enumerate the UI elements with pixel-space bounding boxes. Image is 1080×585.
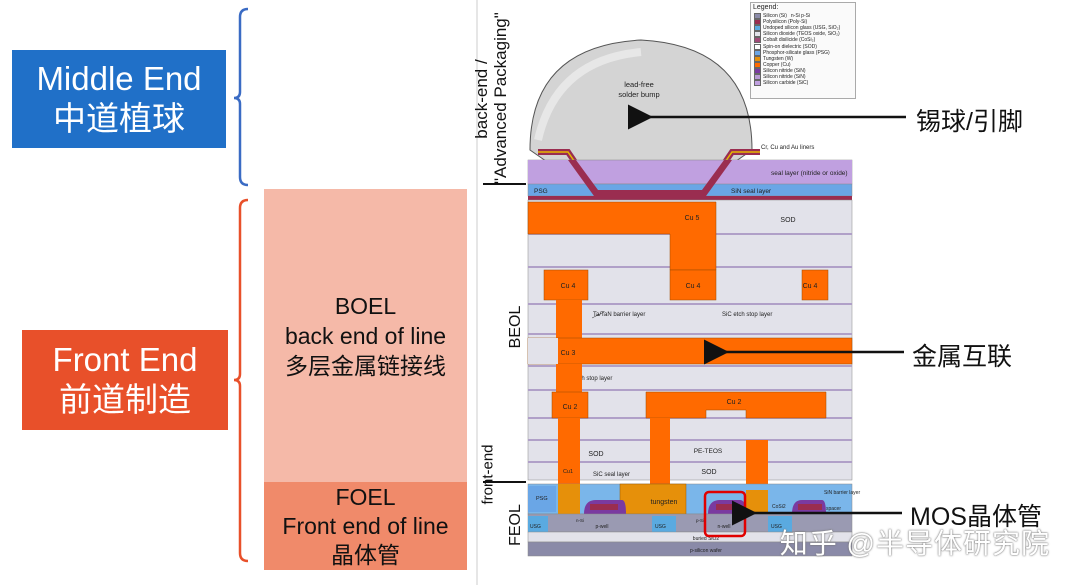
middle-end-subtitle: 中道植球: [53, 100, 185, 137]
feol-title: FOEL: [335, 483, 396, 510]
cosi-label: CoSi2: [772, 504, 786, 510]
pwell-label: p-well: [595, 524, 608, 530]
liners-label: Cr, Cu and Au liners: [761, 145, 814, 151]
cu1-label: Cu1: [563, 469, 573, 475]
legend-label: Cobalt disilicide (CoSi₂): [763, 37, 816, 44]
legend-item: Phosphor-silicate glass (PSG): [751, 49, 855, 56]
transistor-1: [584, 500, 626, 514]
watermark: 知乎 @半导体研究院: [779, 528, 1050, 559]
bump-label-1: lead-free: [624, 80, 654, 89]
middle-end-box: Middle End 中道植球: [12, 50, 226, 148]
boel-desc: back end of line: [284, 322, 447, 349]
feol-desc: Front end of line: [282, 512, 449, 539]
nsi-label: n-Si: [576, 518, 584, 523]
tungsten-label: tungsten: [651, 499, 678, 506]
legend-item: Cobalt disilicide (CoSi₂): [751, 37, 855, 44]
legend-swatch: [754, 25, 761, 32]
sod1-label: SOD: [780, 217, 795, 224]
nwell-label: n-well: [717, 524, 730, 530]
solder-annotation: 锡球/引脚: [916, 108, 1023, 136]
legend-swatch: [754, 43, 761, 50]
boel-box: BOEL back end of line 多层金属链接线: [264, 189, 467, 482]
psg-label: PSG: [534, 188, 548, 195]
psg2-label: PSG: [536, 496, 548, 502]
legend-label: Silicon nitride (SiN): [763, 67, 806, 74]
legend-item: Silicon dioxide (TEOS oxide, SiO₂): [751, 31, 855, 38]
legend-swatch: [754, 37, 761, 44]
legend-item: Silicon carbide (SiC): [751, 80, 855, 87]
cu5-label: Cu 5: [685, 215, 700, 222]
legend-label: Undoped silicon glass (USG, SiO₂): [763, 25, 841, 32]
legend-swatch: [754, 19, 761, 26]
legend-label: Silicon dioxide (TEOS oxide, SiO₂): [763, 31, 840, 38]
legend-swatch: [754, 49, 761, 56]
legend-item: Copper (Cu): [751, 61, 855, 68]
peteos-label: PE-TEOS: [694, 448, 723, 455]
legend-extra: n-Si p-Si: [790, 13, 811, 20]
cu2b-label: Cu 2: [727, 399, 742, 406]
legend-swatch: [754, 55, 761, 62]
legend-swatch: [754, 73, 761, 80]
usg2-label: USG: [655, 524, 666, 530]
legend-label: Spin-on dielectric (SOD): [763, 43, 817, 50]
wafer-label: p-silicon wafer: [690, 548, 722, 554]
cu4a-label: Cu 4: [561, 283, 576, 290]
legend-item: Undoped silicon glass (USG, SiO₂): [751, 25, 855, 32]
legend-label: Phosphor-silicate glass (PSG): [763, 49, 830, 56]
legend-title: Legend:: [753, 4, 779, 11]
cu3-label: Cu 3: [561, 350, 576, 357]
boel-desc-cn: 多层金属链接线: [285, 352, 446, 379]
legend-item: Silicon (Si)n-Si p-Si: [751, 13, 855, 20]
legend-item: Polysilicon (Poly-Si): [751, 19, 855, 26]
sic2-label: SiC etch stop layer: [562, 376, 612, 382]
usg1-label: USG: [530, 524, 541, 530]
cu2a-label: Cu 2: [563, 404, 578, 411]
seal-label: seal layer (nitride or oxide): [771, 170, 848, 177]
legend-swatch: [754, 61, 761, 68]
feol-desc-cn: 晶体管: [331, 541, 400, 568]
spacer-label: spacer: [826, 506, 841, 512]
front-end-subtitle: 前道制造: [59, 381, 191, 418]
sic-seal-label: SiC seal layer: [593, 472, 630, 478]
legend-swatch: [754, 31, 761, 38]
legend-swatch: [754, 13, 761, 20]
mos-annotation: MOS晶体管: [910, 503, 1042, 531]
sin-seal-label: SiN seal layer: [731, 188, 772, 195]
legend-item: Silicon nitride (SiN): [751, 67, 855, 74]
buried-label: buried SiO2: [693, 536, 720, 542]
tatan-label: Ta/TaN barrier layer: [593, 312, 645, 318]
sin-barrier-label: SiN barrier layer: [824, 490, 860, 496]
legend-item: Tungsten (W): [751, 55, 855, 62]
sic1-label: SiC etch stop layer: [722, 312, 772, 318]
legend-label: Copper (Cu): [763, 61, 791, 68]
sod2-label: SOD: [588, 451, 603, 458]
psi-label: p-Si: [696, 518, 704, 523]
legend-label: Silicon (Si): [763, 13, 787, 20]
legend-label: Silicon carbide (SiC): [763, 80, 809, 87]
middle-end-title: Middle End: [36, 60, 202, 97]
legend-label: Polysilicon (Poly-Si): [763, 19, 808, 26]
boel-title: BOEL: [334, 292, 397, 319]
legend-label: Tungsten (W): [763, 55, 794, 62]
front-end-bracket: [233, 198, 249, 563]
metal-annotation: 金属互联: [912, 343, 1013, 371]
feol-box: FOEL Front end of line 晶体管: [264, 482, 467, 570]
front-end-box: Front End 前道制造: [22, 330, 228, 430]
legend-swatch: [754, 67, 761, 74]
usg3-label: USG: [771, 524, 782, 530]
cu4b-label: Cu 4: [686, 283, 701, 290]
front-end-title: Front End: [52, 341, 198, 378]
transistor-3: [792, 500, 826, 514]
cu4c-label: Cu 4: [803, 283, 818, 290]
middle-end-bracket: [233, 7, 249, 187]
legend-swatch: [754, 80, 761, 87]
bump-label-2: solder bump: [618, 90, 659, 99]
legend-item: Silicon nitride (SiN): [751, 73, 855, 80]
legend-label: Silicon nitride (SiN): [763, 73, 806, 80]
legend-item: Spin-on dielectric (SOD): [751, 43, 855, 50]
sod3-label: SOD: [701, 469, 716, 476]
